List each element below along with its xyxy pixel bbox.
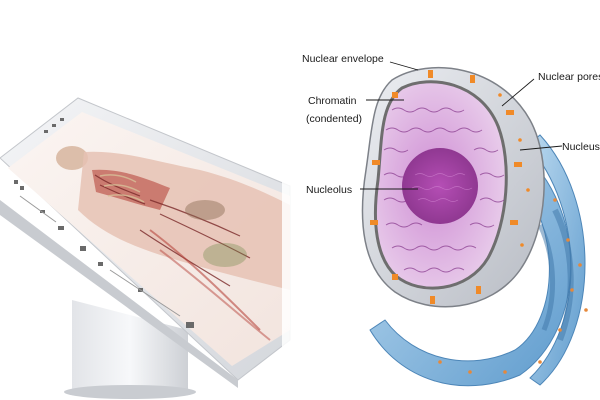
label-nuclear-envelope: Nuclear envelope [302, 53, 384, 65]
nucleolus [402, 148, 478, 224]
label-nucleus: Nucleus [562, 141, 600, 153]
label-nucleolus: Nucleolus [306, 184, 352, 196]
chromatin-strands [383, 107, 505, 273]
nuclear-pores [370, 70, 530, 304]
human-anatomy-figure [56, 146, 290, 341]
label-chromatin-note: (condented) [306, 113, 362, 125]
endoplasmic-reticulum [369, 134, 588, 387]
label-chromatin: Chromatin [308, 95, 357, 107]
screen-toolbar-icons [14, 118, 194, 328]
label-nuclear-pores: Nuclear pores [538, 71, 600, 83]
leader-lines [360, 61, 563, 190]
